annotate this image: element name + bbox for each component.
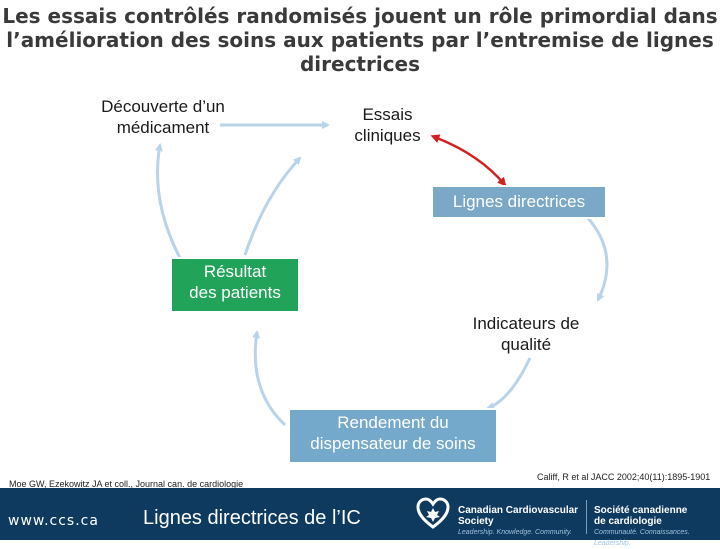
node-line: Indicateurs de	[472, 314, 580, 333]
node-line: dispensateur de soins	[310, 434, 476, 453]
citation-right: Califf, R et al JACC 2002;40(11):1895-19…	[537, 472, 711, 482]
node-line: Résultat	[203, 262, 267, 281]
node-line: Rendement du	[337, 413, 449, 432]
ccs-logo-english: Canadian Cardiovascular Society Leadersh…	[458, 505, 578, 538]
arrow-guidelines-to-indicators	[586, 217, 609, 302]
slide-title: Les essais contrôlés randomisés jouent u…	[0, 4, 720, 76]
footer-subtitle: Lignes directrices de l’IC	[143, 507, 361, 529]
footer-url-link[interactable]: www.ccs.ca	[8, 513, 99, 529]
slide-title-line: Les essais contrôlés randomisés jouent u…	[2, 4, 718, 28]
node-patient-outcome: Résultat des patients	[170, 257, 300, 313]
arrow-trials-guidelines	[430, 134, 507, 187]
node-drug-discovery: Découverte d’un médicament	[88, 96, 238, 138]
node-line: Essais	[362, 105, 413, 124]
logo-line: Société canadienne	[594, 505, 688, 516]
node-provider-performance: Rendement du dispensateur de soins	[288, 408, 498, 464]
logo-tagline: Leadership. Knowledge. Community.	[458, 529, 572, 536]
footer-bar: www.ccs.ca Lignes directrices de l’IC	[0, 488, 720, 540]
logo-line: Society	[458, 516, 494, 527]
logo-tagline: Communauté. Connaissances. Leadership.	[594, 529, 690, 547]
arrow-indicators-to-performance	[486, 357, 532, 410]
node-line: qualité	[500, 335, 552, 354]
node-line: cliniques	[354, 126, 421, 145]
node-guidelines: Lignes directrices	[431, 185, 607, 219]
node-line: des patients	[189, 283, 281, 302]
heart-maple-leaf-logo-icon	[416, 497, 450, 529]
logo-line: Canadian Cardiovascular	[458, 505, 579, 516]
citation-left: Moe GW, Ezekowitz JA et coll., Journal c…	[9, 479, 244, 489]
node-line: médicament	[116, 118, 210, 137]
slide-title-line: directrices	[299, 52, 421, 76]
node-line: Découverte d’un	[101, 97, 225, 116]
arrow-performance-to-outcome	[252, 330, 287, 427]
ccs-logo-french: Société canadienne de cardiologie Commun…	[594, 505, 720, 549]
logo-line: de cardiologie	[594, 516, 662, 527]
node-line: Lignes directrices	[452, 192, 586, 211]
node-clinical-trials: Essais cliniques	[335, 104, 440, 146]
arrow-outcome-to-trials	[243, 156, 302, 256]
arrow-outcome-to-discovery	[154, 143, 182, 259]
node-quality-indicators: Indicateurs de qualité	[456, 313, 596, 355]
logo-divider	[586, 500, 587, 534]
slide-title-line: l’amélioration des soins aux patients pa…	[6, 28, 714, 52]
